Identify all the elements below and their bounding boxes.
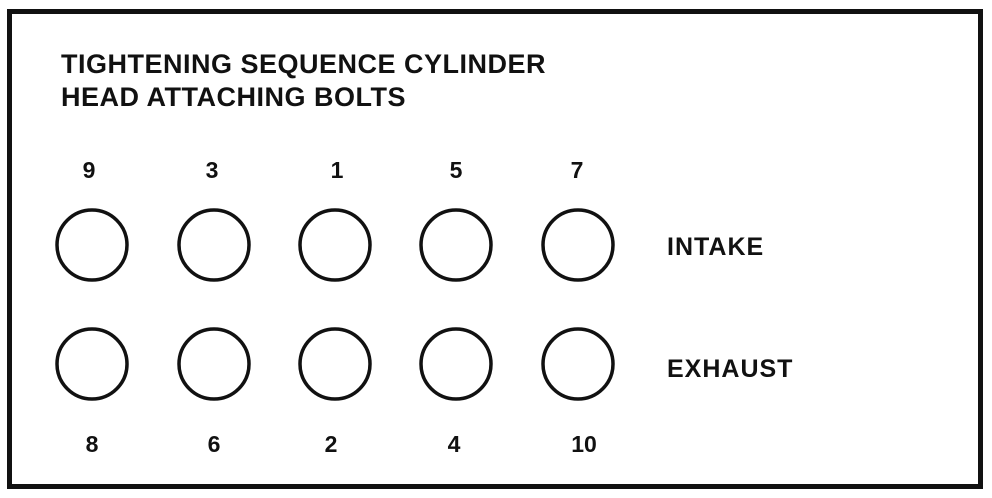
exhaust-sequence-number: 2 <box>325 431 338 457</box>
exhaust-sequence-number: 4 <box>448 431 461 457</box>
exhaust-bolt-hole <box>55 327 129 401</box>
exhaust-bolt-hole <box>541 327 615 401</box>
intake-sequence-number: 3 <box>206 157 219 183</box>
intake-sequence-number: 5 <box>450 157 463 183</box>
diagram-title: TIGHTENING SEQUENCE CYLINDER HEAD ATTACH… <box>61 48 546 114</box>
intake-sequence-number: 7 <box>571 157 584 183</box>
exhaust-sequence-number: 10 <box>571 431 597 457</box>
intake-bolt-hole <box>541 208 615 282</box>
diagram-frame <box>7 9 983 489</box>
title-line-1: TIGHTENING SEQUENCE CYLINDER <box>61 49 547 79</box>
exhaust-bolt-hole <box>419 327 493 401</box>
intake-bolt-hole <box>419 208 493 282</box>
exhaust-sequence-number: 6 <box>208 431 221 457</box>
exhaust-bolt-hole <box>177 327 251 401</box>
title-line-2: HEAD ATTACHING BOLTS <box>61 82 406 112</box>
intake-bolt-hole <box>298 208 372 282</box>
intake-bolt-hole <box>177 208 251 282</box>
exhaust-bolt-hole <box>298 327 372 401</box>
exhaust-row: EXHAUST 8 6 2 4 10 <box>55 327 793 457</box>
intake-label: INTAKE <box>667 233 764 261</box>
exhaust-label: EXHAUST <box>667 355 793 383</box>
exhaust-sequence-number: 8 <box>86 431 99 457</box>
intake-sequence-number: 1 <box>331 157 344 183</box>
intake-sequence-number: 9 <box>83 157 96 183</box>
intake-row: 9 3 1 5 7 INTAKE <box>55 157 764 282</box>
intake-bolt-hole <box>55 208 129 282</box>
